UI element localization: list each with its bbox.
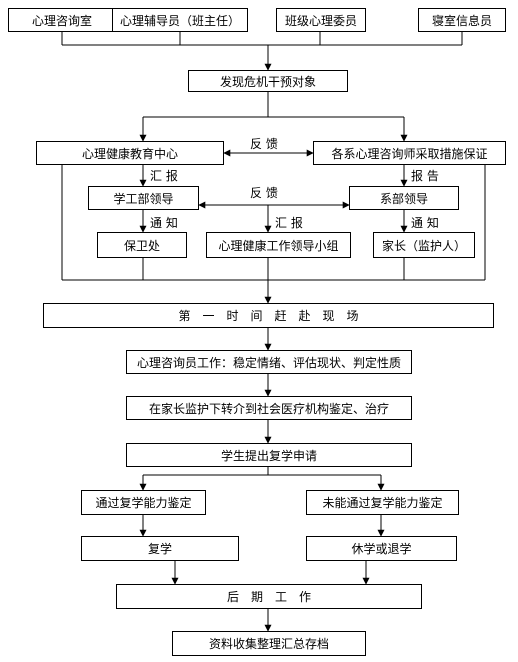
label-notify-right: 通 知 xyxy=(411,216,439,230)
box-psych-tutor: 心理辅导员（班主任） xyxy=(112,8,248,32)
label-feedback-mid: 反 馈 xyxy=(250,186,278,200)
box-fail-eval: 未能通过复学能力鉴定 xyxy=(306,490,459,515)
box-mh-center: 心理健康教育中心 xyxy=(36,141,224,165)
box-counseling-room: 心理咨询室 xyxy=(8,8,116,32)
label-report-left: 汇 报 xyxy=(150,169,178,183)
label-notify-left: 通 知 xyxy=(150,216,178,230)
box-dept-counselors: 各系心理咨询师采取措施保证 xyxy=(313,141,506,165)
box-class-psych-member: 班级心理委员 xyxy=(276,8,366,32)
box-mh-leading-group: 心理健康工作领导小组 xyxy=(206,232,351,258)
box-dorm-info-member: 寝室信息员 xyxy=(418,8,506,32)
box-pass-eval: 通过复学能力鉴定 xyxy=(81,490,206,515)
box-first-time: 第 一 时 间 赶 赴 现 场 xyxy=(43,303,494,328)
box-student-affairs: 学工部领导 xyxy=(88,186,199,210)
box-referral: 在家长监护下转介到社会医疗机构鉴定、治疗 xyxy=(126,396,412,420)
label-feedback-top: 反 馈 xyxy=(250,137,278,151)
label-report-mid: 汇 报 xyxy=(275,216,303,230)
box-suspend: 休学或退学 xyxy=(306,536,457,561)
box-security: 保卫处 xyxy=(97,232,187,258)
box-followup: 后 期 工 作 xyxy=(116,584,422,609)
box-counselor-work: 心理咨询员工作：稳定情绪、评估现状、判定性质 xyxy=(126,350,412,374)
box-dept-leader: 系部领导 xyxy=(349,186,459,210)
box-archive: 资料收集整理汇总存档 xyxy=(172,631,366,656)
box-parents: 家长（监护人） xyxy=(373,232,475,258)
box-apply-return: 学生提出复学申请 xyxy=(126,443,412,467)
box-find-target: 发现危机干预对象 xyxy=(188,70,348,92)
box-resume: 复学 xyxy=(81,536,239,561)
label-report-right: 报 告 xyxy=(411,169,439,183)
